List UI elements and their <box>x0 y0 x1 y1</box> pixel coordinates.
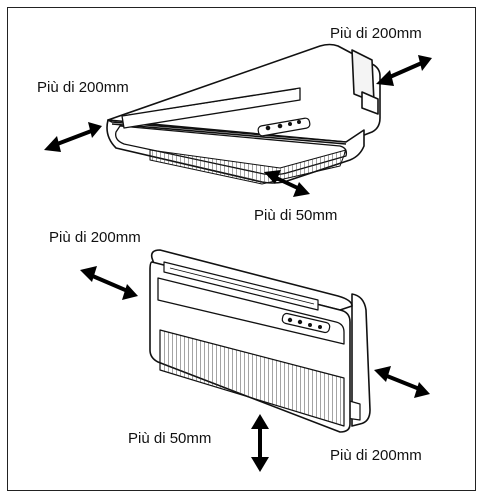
arrow-floor-top-left <box>80 266 138 300</box>
arrow-ceiling-left <box>44 122 102 152</box>
label-floor-bottom-clearance: Più di 50mm <box>128 430 212 447</box>
label-ceiling-left-clearance: Più di 200mm <box>37 79 129 96</box>
label-floor-right-clearance: Più di 200mm <box>330 447 422 464</box>
ceiling-unit <box>106 43 381 185</box>
label-floor-top-left-clearance: Più di 200mm <box>49 229 141 246</box>
arrow-ceiling-bottom <box>264 170 310 197</box>
arrow-floor-bottom <box>251 414 269 472</box>
arrow-floor-right <box>374 366 430 398</box>
label-ceiling-right-clearance: Più di 200mm <box>330 25 422 42</box>
floor-unit <box>149 249 371 433</box>
label-ceiling-bottom-clearance: Più di 50mm <box>254 207 338 224</box>
arrow-ceiling-right <box>376 55 432 86</box>
